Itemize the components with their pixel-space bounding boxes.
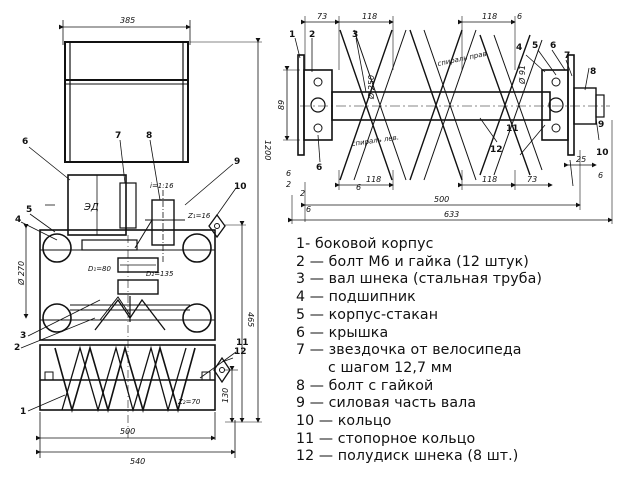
legend-item: 12 — полудиск шнека (8 шт.)	[296, 448, 519, 465]
callout-3: 3	[20, 331, 26, 341]
right-view-text: 73 118 118 6 Ø 250 Ø 91 89 6 2 6 118 118…	[277, 12, 609, 219]
motor-label: ЭД	[83, 202, 99, 213]
dim-465: 465	[246, 312, 255, 327]
dim-2-left: 2	[286, 180, 291, 189]
d2-label: D₂=135	[146, 270, 174, 278]
callout-4: 4	[15, 215, 21, 225]
dim-d91: Ø 91	[517, 65, 527, 85]
spiral-right-label: спираль прав.	[437, 49, 490, 68]
callout-10: 10	[234, 182, 247, 192]
r-callout-12: 12	[490, 145, 503, 155]
legend-item: 10 — кольцо	[296, 413, 392, 430]
dim-118-b: 118	[482, 12, 497, 21]
legend-item: 9 — силовая часть вала	[296, 395, 477, 412]
legend-item: 8 — болт с гайкой	[296, 377, 434, 394]
legend-item: 11 — стопорное кольцо	[296, 430, 476, 447]
legend-item: 5 — корпус-стакан	[296, 306, 439, 323]
dim-25: 25	[576, 155, 586, 164]
dim-6-top: 6	[517, 12, 522, 21]
dim-540: 540	[130, 457, 145, 466]
legend-item: 6 — крышка	[296, 324, 389, 341]
dim-500: 500	[120, 427, 135, 436]
callout-12: 12	[234, 347, 247, 357]
legend-item: 4 — подшипник	[296, 289, 416, 306]
dim-385: 385	[120, 16, 135, 25]
r-callout-8: 8	[590, 67, 596, 77]
r-callout-1: 1	[289, 30, 295, 40]
dim-89: 89	[277, 100, 286, 110]
dim-d250: Ø 250	[366, 75, 376, 100]
legend-item: 2 — болт М6 и гайка (12 штук)	[296, 253, 529, 270]
dim-6-left: 6	[286, 169, 291, 178]
z2-label: Z₂=70	[177, 398, 201, 406]
right-view	[283, 16, 613, 224]
legend-item: 1- боковой корпус	[296, 236, 434, 252]
spiral-left-label: спираль лев.	[351, 133, 399, 148]
left-view	[20, 20, 262, 458]
legend-item: с шагом 12,7 мм	[328, 359, 453, 376]
r-callout-10: 10	[596, 148, 609, 158]
legend-item: 3 — вал шнека (стальная труба)	[296, 271, 543, 288]
dim-73-bottom: 73	[527, 175, 537, 184]
dim-2-bottom: 2	[300, 189, 305, 198]
callout-6: 6	[22, 137, 28, 147]
dim-118-c: 118	[366, 175, 381, 184]
r-callout-4: 4	[516, 43, 522, 53]
r-callout-5: 5	[532, 41, 538, 51]
legend-item: 7 — звездочка от велосипеда	[296, 342, 522, 359]
callout-1: 1	[20, 407, 26, 417]
dim-6-right: 6	[598, 171, 603, 180]
dim-500-right: 500	[434, 195, 449, 204]
callout-7: 7	[115, 131, 121, 141]
z1-label: Z₁=16	[187, 212, 211, 220]
callout-11: 11	[236, 338, 249, 348]
dim-118-a: 118	[362, 12, 377, 21]
r-callout-11: 11	[506, 124, 519, 134]
callout-5: 5	[26, 205, 32, 215]
r-callout-7: 7	[564, 51, 570, 61]
dim-1200: 1200	[263, 140, 272, 160]
dim-6-bottom: 6	[306, 205, 311, 214]
r-callout-2: 2	[309, 30, 315, 40]
dim-633: 633	[444, 210, 459, 219]
left-view-text: 385 1200 Ø 270 465 130 500 540 ЭД i=1:16…	[14, 16, 272, 466]
callout-2: 2	[14, 343, 20, 353]
r-callout-6: 6	[550, 41, 556, 51]
r-callout-3: 3	[352, 30, 358, 40]
dim-118-d: 118	[482, 175, 497, 184]
dim-d270: Ø 270	[16, 261, 26, 286]
r-callout-9: 9	[598, 120, 604, 130]
dim-6-mid: 6	[356, 183, 361, 192]
dim-130: 130	[221, 388, 230, 403]
callout-8: 8	[146, 131, 152, 141]
ratio-label: i=1:16	[150, 182, 174, 190]
dim-73-top: 73	[317, 12, 327, 21]
d1-label: D₁=80	[88, 265, 112, 273]
callout-9: 9	[234, 157, 240, 167]
r-callout-6b: 6	[316, 163, 322, 173]
